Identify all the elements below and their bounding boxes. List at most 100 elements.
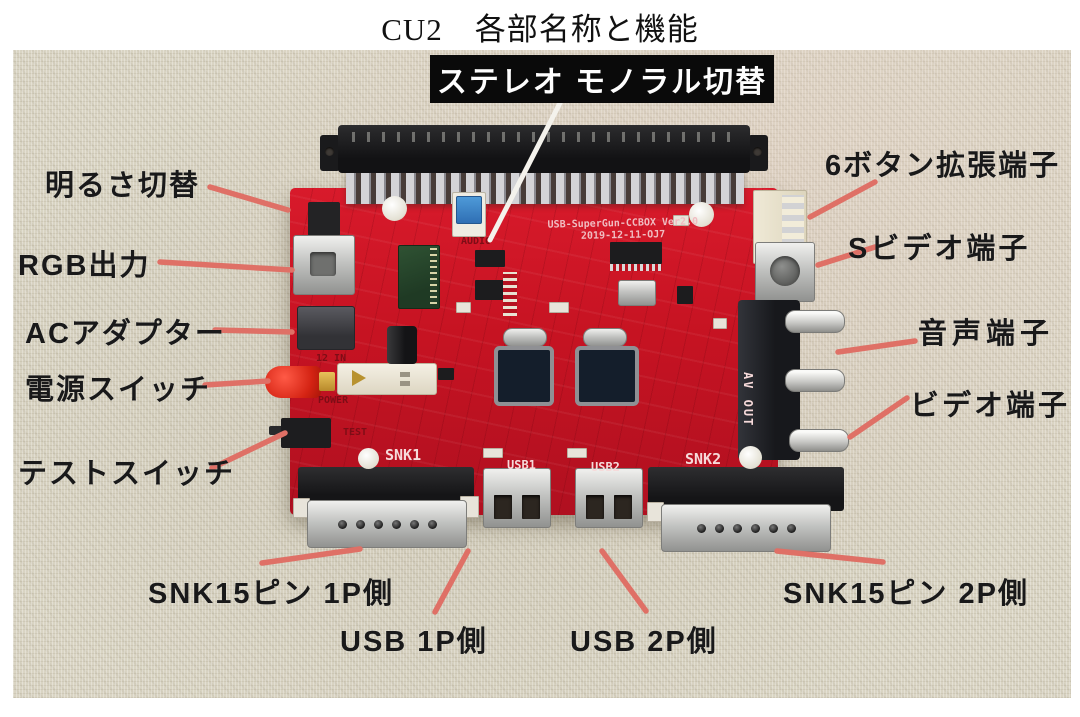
leader-snk1 [259,546,363,566]
ic-pins [610,264,662,271]
page-title: CU2 各部名称と機能 [381,12,699,47]
rgb-output-connector [293,235,355,295]
fuse-module [337,363,437,395]
smd-component [483,448,503,458]
silk-snk2: SNK2 [685,450,722,468]
leader-rgb [157,259,295,273]
ic-chip-soic16 [610,242,662,264]
silk-power: POWER [318,395,349,406]
screw-hole [739,446,762,469]
qfp-chip-1 [498,350,550,402]
ic-chip [677,286,693,304]
label-rgb-output: RGB出力 [18,250,151,282]
jamma-pins [346,170,744,204]
sub-module-pads [430,248,437,304]
fuse-module-label [400,372,410,377]
silk-usb1: USB1 [507,458,536,472]
leader-audio [835,338,918,355]
label-snk15pin-1p: SNK15ピン 1P側 [148,578,395,610]
usb-slot [586,495,604,519]
usb-slot [522,495,540,519]
dsub-pin-hole [714,523,724,533]
fuse-module-mark [352,370,366,386]
test-switch-part [281,418,331,448]
label-brightness-switch: 明るさ切替 [45,170,201,202]
dsub-pin-hole [391,519,401,529]
leader-ac-adapter [212,327,295,335]
stereo-mono-switch [456,196,482,224]
smd-component [713,318,727,329]
board-version-text: USB-SuperGun-CCBOX Ver2.0 2019-12-11-OJ7 [518,216,728,244]
board-photo: USB-SuperGun-CCBOX Ver2.0 2019-12-11-OJ7… [13,50,1071,698]
silk-snk1: SNK1 [385,446,422,464]
label-ac-adapter: ACアダプター [25,318,226,350]
jamma-mount-ear-right [748,135,768,171]
leader-usb1 [432,548,471,615]
leader-six-button [807,179,878,220]
label-six-button-expansion: 6ボタン拡張端子 [825,150,1061,182]
callout-stereo-mono: ステレオ モノラル切替 [430,55,774,103]
leader-usb2 [599,548,649,614]
dsub-pin-hole [786,523,796,533]
dsub-pin-hole [337,519,347,529]
ac-adapter-jack [297,306,355,350]
label-audio-terminal: 音声端子 [918,318,1055,350]
smd-component [456,302,471,313]
jamma-mount-ear-left [320,135,340,171]
dsub-pin-hole [768,523,778,533]
silk-dc-in: 12 IN [316,353,347,364]
audio-rca-jack-2 [785,369,845,392]
snk2-dsub-face [661,504,831,552]
ic-chip [475,250,505,267]
usb1-port [483,468,551,528]
leader-brightness [207,184,291,213]
qfp-chip-2 [579,350,635,402]
leader-video [847,395,910,440]
ic-chip [475,280,509,300]
dsub-pin-hole [355,519,365,529]
resistor-array [503,272,517,316]
dsub-pin-hole [373,519,383,529]
silk-audio: AUDIO [461,236,492,247]
s-video-connector [755,242,815,302]
brightness-switch-part [308,202,340,236]
snk2-dsub-body [648,467,844,511]
power-switch-collar [319,372,335,391]
leader-snk2 [774,548,886,565]
usb-slot [494,495,512,519]
dsub-pin-hole [750,523,760,533]
video-rca-jack [789,429,849,452]
label-usb-2p: USB 2P側 [570,626,718,658]
smd-component [567,448,587,458]
audio-rca-jack-1 [785,310,845,333]
dsub-pin-hole [732,523,742,533]
silk-test: TEST [343,427,368,438]
label-s-video-terminal: Sビデオ端子 [848,233,1031,265]
fuse-module-label [400,381,410,386]
s-video-socket [770,256,800,286]
usb-slot [614,495,632,519]
dsub-pin-hole [427,519,437,529]
smd-component [673,215,689,226]
electrolytic-capacitor [387,326,417,364]
label-test-switch: テストスイッチ [18,458,236,490]
screw-hole [358,448,379,469]
snk1-dsub-face [307,500,467,548]
crystal-hc49 [583,328,627,347]
silk-av-out: AV OUT [741,372,755,428]
crystal-hc49 [503,328,547,347]
label-usb-1p: USB 1P側 [340,626,488,658]
rgb-connector-slot [310,252,336,276]
header-pins [782,195,804,257]
crystal-oscillator [618,280,656,306]
smd-component [549,302,569,313]
screw-hole [689,202,714,227]
label-snk15pin-2p: SNK15ピン 2P側 [783,578,1030,610]
silk-usb2: USB2 [591,460,620,474]
dsub-pin-hole [409,519,419,529]
power-switch-part [265,366,321,398]
jamma-edge-connector [338,125,750,173]
smd-component [438,368,454,380]
screw-hole [382,196,407,221]
label-power-switch: 電源スイッチ [25,374,212,406]
